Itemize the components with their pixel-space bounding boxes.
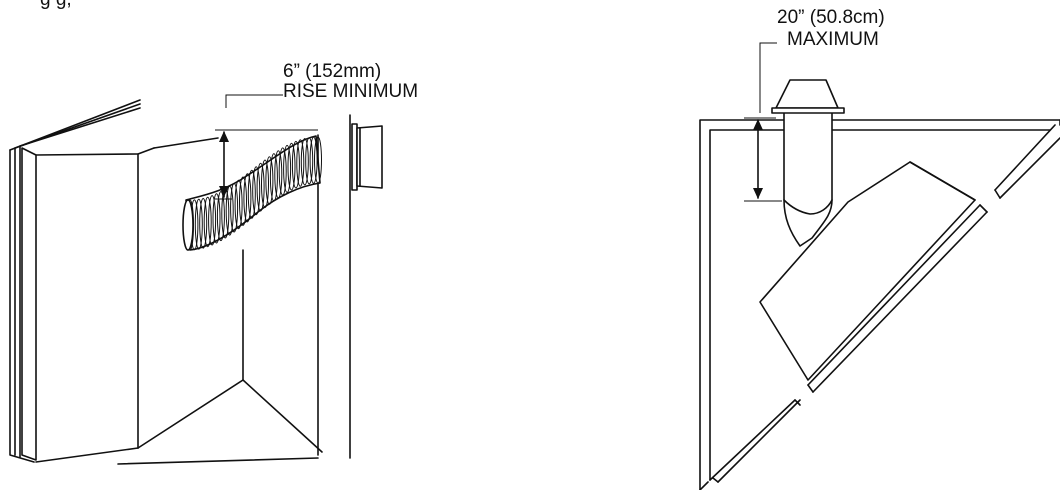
duct-rib	[269, 153, 278, 202]
duct-rib	[296, 139, 305, 187]
duct-rib	[274, 150, 283, 199]
duct-rib	[234, 179, 243, 230]
duct-rib	[300, 138, 309, 186]
duct-rib	[265, 156, 274, 205]
duct-rib	[230, 182, 239, 233]
duct-rib	[243, 173, 252, 223]
max-dimension-value: 20” (50.8cm)	[777, 7, 885, 28]
rise-dimension-caption: RISE MINIMUM	[283, 81, 419, 102]
duct-rib	[291, 140, 300, 189]
duct-rib	[256, 162, 265, 212]
max-dimension-caption: MAXIMUM	[787, 29, 879, 50]
cropped-header-text: g g,	[40, 0, 72, 10]
duct-rib	[194, 198, 203, 250]
wall-corner	[699, 119, 1060, 490]
duct-rib	[309, 136, 318, 184]
wall	[317, 114, 351, 459]
flexible-duct	[182, 135, 322, 251]
duct-rib	[203, 196, 212, 248]
maximum-dimension-marker	[744, 42, 782, 202]
duct-rib	[216, 191, 225, 242]
duct-rib	[283, 144, 292, 193]
duct-rib	[314, 136, 322, 184]
rise-dimension-marker	[215, 94, 318, 200]
duct-rib	[252, 166, 261, 216]
duct-rib	[247, 169, 256, 219]
duct-rib	[261, 159, 269, 209]
dryer-body	[759, 161, 976, 381]
duct-rib	[199, 198, 208, 249]
dryer-cabinet	[9, 99, 323, 465]
rise-dimension-value: 6” (152mm)	[283, 61, 382, 82]
wall-exhaust-hood	[351, 123, 383, 191]
duct-rib	[225, 185, 234, 236]
duct-rib	[208, 195, 217, 246]
dryer-installation-side-view	[9, 94, 383, 465]
duct-rib	[212, 193, 221, 244]
duct-rib	[278, 147, 287, 196]
duct-rib	[287, 142, 296, 191]
roof-vent-cap	[771, 79, 845, 114]
duct-rib	[239, 176, 247, 226]
dryer-installation-top-view	[699, 42, 1060, 490]
duct-rib	[305, 137, 314, 185]
diagonal-frame	[712, 119, 1060, 483]
